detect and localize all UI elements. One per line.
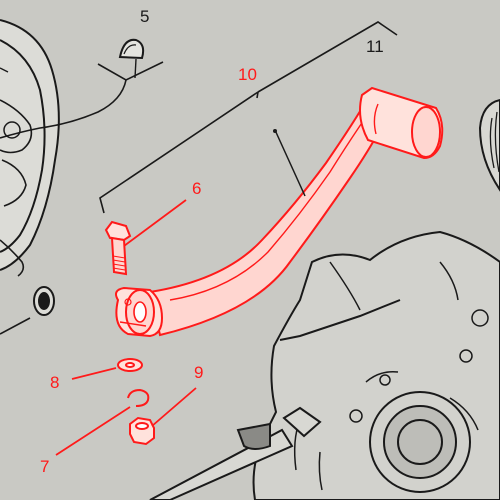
leader-6 [123,199,187,247]
callout-8: 8 [50,373,59,392]
bracket-5 [0,61,164,139]
callout-10: 10 [238,65,257,84]
flywheel-housing [0,19,60,277]
callout-7: 7 [40,457,49,476]
leader-7 [55,406,131,456]
leader-seal [0,317,31,335]
callout-9: 9 [194,363,203,382]
callout-5: 5 [140,7,149,26]
pedal-rubber-edge [478,98,500,192]
nut-part-9 [129,416,155,446]
callout-11: 11 [366,37,384,56]
crankcase [252,230,500,500]
leader-8 [71,367,117,380]
bracket-11 [99,21,398,214]
pinch-bolt-part-6 [104,220,132,276]
leader-9 [151,387,197,427]
callout-6: 6 [192,179,201,198]
cap-part-5 [118,38,145,60]
kick-start-lever-part-10 [115,86,444,338]
spring-washer-part-7 [127,388,150,407]
washer-part-8 [117,358,143,372]
leader-lever [273,129,306,197]
oil-seal [33,286,55,316]
kick-start-shaft [149,406,322,500]
